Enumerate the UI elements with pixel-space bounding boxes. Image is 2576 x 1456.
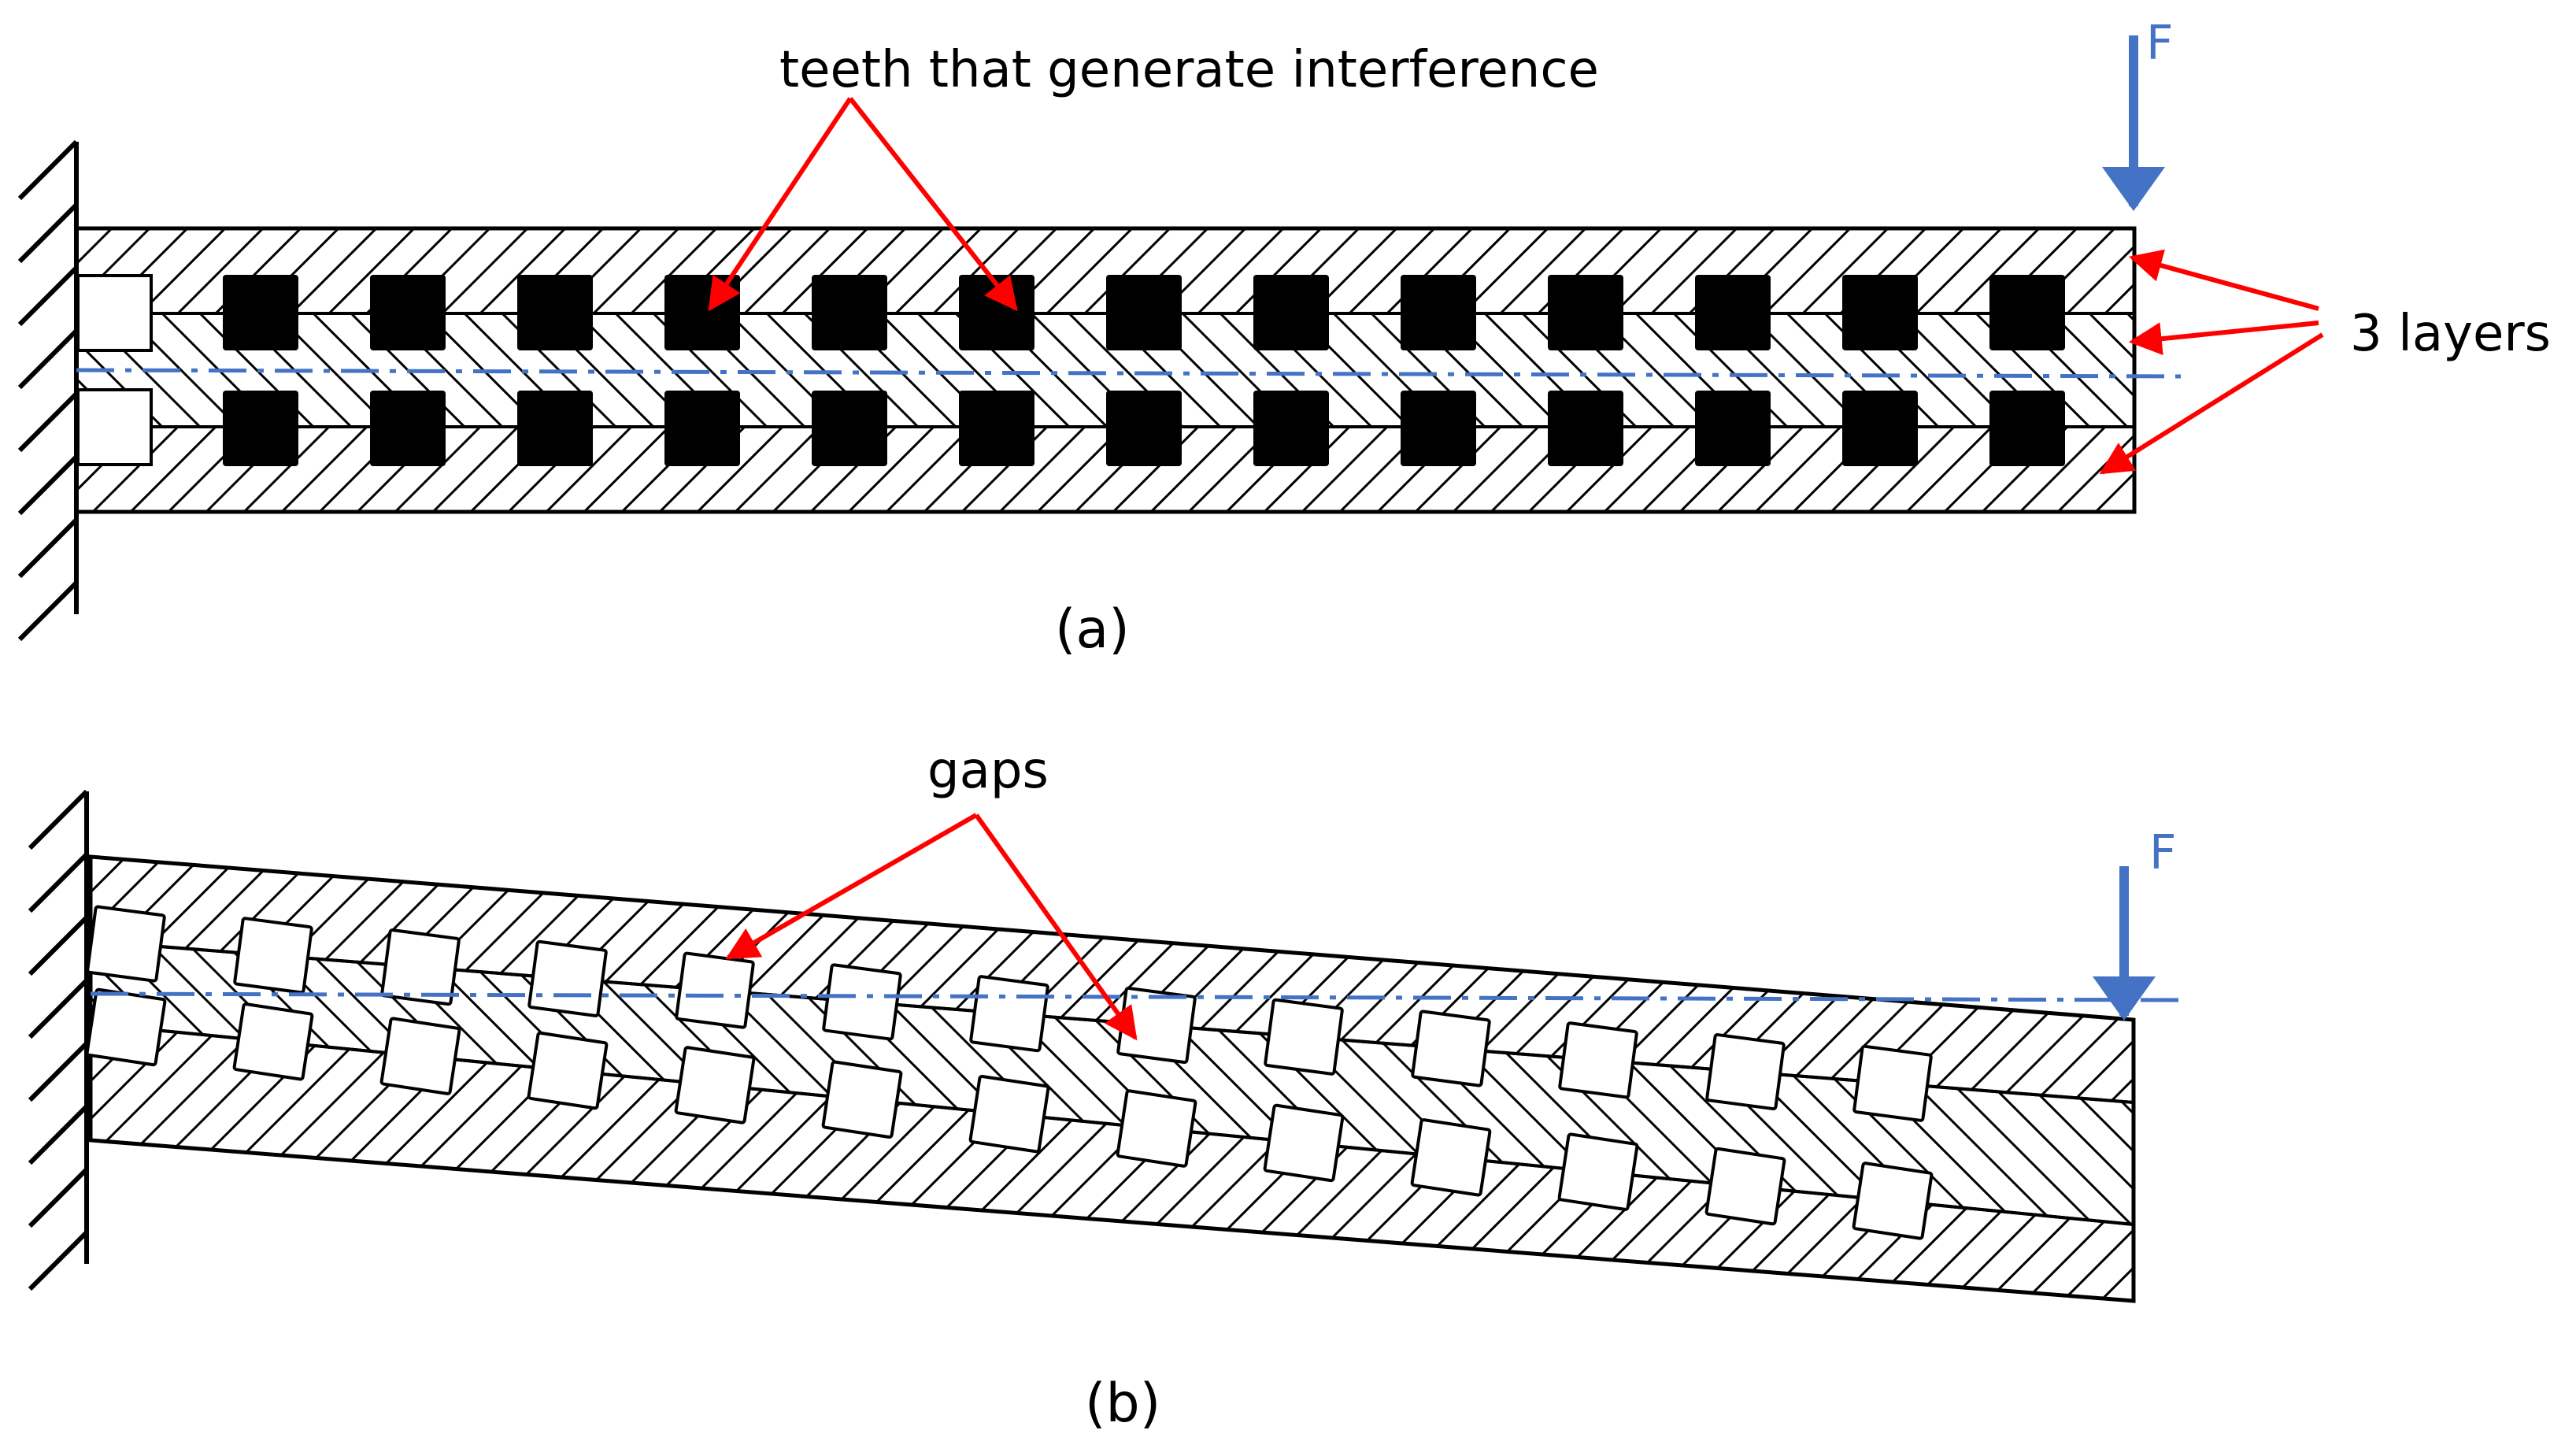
tooth	[1264, 998, 1344, 1076]
tooth	[959, 391, 1034, 466]
tooth	[969, 975, 1049, 1053]
tooth	[1989, 391, 2065, 466]
tooth	[1106, 391, 1182, 466]
tooth	[1263, 1103, 1345, 1183]
teeth-label: teeth that generate interference	[779, 41, 1599, 99]
tooth	[1401, 275, 1476, 350]
tooth	[1253, 275, 1329, 350]
tooth	[85, 987, 167, 1067]
panel-b: F gaps (b)	[28, 742, 2189, 1435]
tooth	[674, 1046, 756, 1124]
tooth	[370, 391, 446, 466]
caption-b: (b)	[1085, 1373, 1160, 1435]
tooth	[822, 963, 902, 1041]
tooth	[1842, 391, 1918, 466]
tooth	[517, 391, 593, 466]
tooth	[1548, 391, 1623, 466]
tooth	[1558, 1021, 1638, 1099]
gaps-annotation-arrows	[725, 813, 1138, 1041]
tooth	[379, 1017, 461, 1095]
tooth	[370, 275, 446, 350]
tooth	[1695, 391, 1771, 466]
tooth	[1989, 275, 2065, 350]
beam-b	[85, 854, 2136, 1303]
panel-a: F teeth that generate interference 3 lay…	[17, 16, 2551, 661]
tooth	[1410, 1118, 1492, 1197]
end-block-a	[76, 388, 153, 466]
tooth	[527, 1031, 609, 1110]
tooth	[527, 939, 608, 1017]
neutral-axis-a	[76, 368, 2182, 379]
tooth	[223, 275, 298, 350]
tooth	[1548, 275, 1623, 350]
teeth-annotation-arrows	[708, 97, 1018, 312]
tooth	[1695, 275, 1771, 350]
tooth	[812, 391, 887, 466]
tooth	[1852, 1044, 1933, 1122]
tooth	[1116, 986, 1197, 1064]
layers-annotation-arrows	[2099, 249, 2324, 475]
force-label-b: F	[2149, 825, 2177, 880]
tooth	[1116, 1089, 1197, 1168]
fixed-wall-a	[17, 139, 79, 642]
caption-a: (a)	[1055, 598, 1130, 661]
tooth	[1106, 275, 1182, 350]
tooth	[1852, 1161, 1934, 1240]
tooth	[821, 1060, 903, 1139]
fixed-wall-b	[28, 789, 89, 1291]
tooth	[812, 275, 887, 350]
tooth	[1401, 391, 1476, 466]
tooth	[517, 275, 593, 350]
tooth	[223, 391, 298, 466]
tooth	[675, 951, 755, 1029]
tooth	[1253, 391, 1329, 466]
tooth	[664, 275, 740, 350]
teeth-b	[85, 905, 1934, 1240]
tooth	[1704, 1147, 1786, 1226]
tooth	[664, 391, 740, 466]
layers-label: 3 layers	[2350, 305, 2551, 363]
force-arrow-a	[2102, 35, 2165, 211]
tooth	[380, 928, 461, 1006]
tooth	[1842, 275, 1918, 350]
neutral-axis-b	[90, 991, 2189, 1002]
tooth	[1705, 1033, 1786, 1111]
tooth	[1557, 1132, 1639, 1211]
tooth	[1411, 1010, 1491, 1087]
beam-a	[74, 226, 2137, 514]
gaps-label: gaps	[927, 742, 1049, 800]
end-block-a	[76, 274, 153, 352]
tooth	[233, 917, 313, 995]
tooth	[232, 1002, 314, 1081]
tooth	[86, 905, 166, 983]
force-label-a: F	[2146, 16, 2174, 71]
force-arrow-b	[2093, 866, 2156, 1021]
tooth	[968, 1074, 1050, 1154]
